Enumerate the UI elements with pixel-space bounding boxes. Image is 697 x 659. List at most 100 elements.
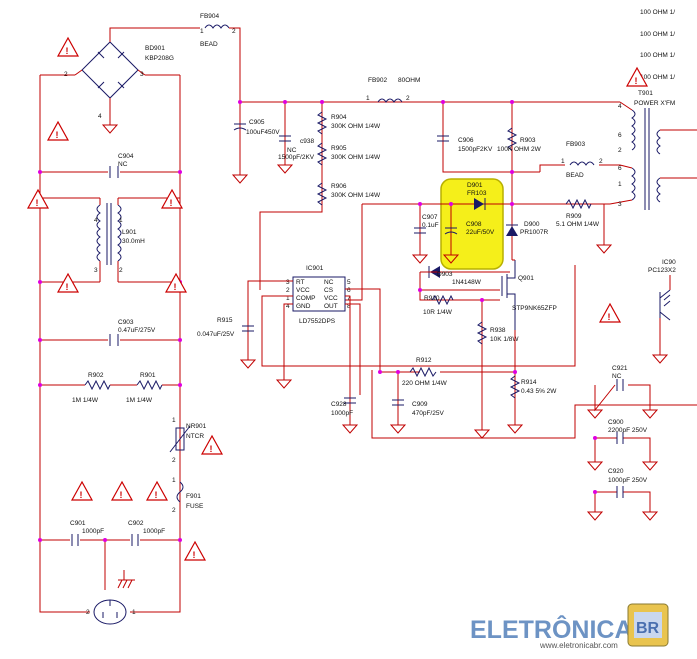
- top-right-labels: 100 OHM 1/ 100 OHM 1/ 100 OHM 1/ 100 OHM…: [640, 9, 675, 81]
- r905-ref: R905: [331, 145, 347, 152]
- bd901-value: KBP208G: [145, 55, 174, 62]
- fb902-pin-2: 2: [406, 95, 410, 102]
- r915-ref: R915: [217, 317, 233, 324]
- ic901-pin-out: OUT: [324, 303, 338, 310]
- r903-value: 100K OHM 2W: [497, 146, 542, 153]
- svg-text:!: !: [155, 490, 158, 500]
- fb904-ref: FB904: [200, 13, 220, 20]
- c920-ref: C920: [608, 468, 624, 475]
- choke-l901: L901 30.0mH 4 1 3 2: [94, 198, 145, 282]
- r914-ref: R914: [521, 379, 537, 386]
- f901-pin-1: 1: [172, 477, 176, 484]
- warning-icon: !: [598, 302, 622, 323]
- c906-value: 1500pF2KV: [458, 146, 493, 153]
- ic901-pin-vcc-r: VCC: [324, 295, 338, 302]
- r906-value: 300K OHM 1/4W: [331, 192, 381, 199]
- r912-value: 220 OHM 1/4W: [402, 380, 448, 387]
- fb903-value: BEAD: [566, 172, 584, 179]
- nr901-ref: NR901: [186, 423, 207, 430]
- r902-value: 1M 1/4W: [72, 397, 99, 404]
- capacitor-c921: C921 NC: [586, 365, 659, 419]
- c902-value: 1000pF: [143, 528, 165, 535]
- l901-pin-3: 3: [94, 267, 98, 274]
- warning-icon: !: [26, 188, 50, 209]
- c908-value: 22uF/50V: [466, 229, 495, 236]
- bridge-rectifier-bd901: BD901 KBP208G 2 3 4: [64, 27, 200, 134]
- fb902-value: 80OHM: [398, 77, 420, 84]
- bridge-pin-2: 2: [64, 71, 68, 78]
- warning-icon: !: [160, 188, 184, 209]
- capacitor-c902: C902 1000pF: [128, 520, 165, 546]
- resistor-r903: R903 100K OHM 2W: [497, 127, 542, 153]
- ic901-gnd-wire: [283, 303, 293, 380]
- resistor-r904: R904 300K OHM 1/4W: [316, 111, 381, 135]
- transformer-t901: T901 POWER X'FM 4 6 2 6 3 1: [609, 90, 697, 210]
- capacitor-c909: C909 470pF/25V: [389, 372, 444, 434]
- l901-pin-2: 2: [119, 267, 123, 274]
- t901-pin-3: 3: [618, 201, 622, 208]
- nr901-pin-2: 2: [172, 457, 176, 464]
- f901-pin-2: 2: [172, 507, 176, 514]
- c928-value: 1000pF: [331, 410, 353, 417]
- c903-ref: C903: [118, 319, 134, 326]
- nr901-pin-1: 1: [172, 417, 176, 424]
- c928-ref: C928: [331, 401, 347, 408]
- watermark-url: www.eletronicabr.com: [539, 641, 618, 650]
- c905-c938-wires: [239, 102, 286, 175]
- r901-ref: R901: [140, 372, 156, 379]
- d901-ref: D901: [467, 182, 483, 189]
- l901-pin-4: 4: [94, 217, 98, 224]
- ic901-num-6: 6: [347, 287, 351, 294]
- capacitor-c938: c938 NC 1500pF/2KV: [278, 135, 315, 161]
- c907-value: 0.1uF: [422, 222, 439, 229]
- warning-icon: !: [46, 120, 70, 141]
- chassis-ground-symbol: [117, 570, 135, 589]
- left-junction-dots: [38, 170, 182, 542]
- resistor-r905: R905 300K OHM 1/4W: [316, 142, 381, 166]
- capacitor-c904: C904 NC: [109, 153, 134, 178]
- warning-icons: ! ! ! ! ! ! ! ! ! ! ! ! !: [26, 36, 649, 561]
- ic901-gnd: [275, 379, 293, 389]
- ic90x-ref: IC90: [662, 259, 676, 266]
- vcc-feed-wire: [345, 204, 363, 301]
- resistor-r906: R906 300K OHM 1/4W: [316, 182, 381, 206]
- ic901-controller: IC901 LD7552DPS RT VCC COMP GND NC CS VC…: [286, 265, 351, 325]
- ic901-pin-gnd: GND: [296, 303, 311, 310]
- resistor-r910: R910 10R 1/4W: [423, 294, 454, 316]
- ic901-pin-rt: RT: [296, 279, 305, 286]
- fb904-pin-2: 2: [232, 28, 236, 35]
- fb902-pin-1: 1: [366, 95, 370, 102]
- capacitor-r915: R915 0.047uF/25V: [197, 317, 257, 369]
- ic901-pin-nc: NC: [324, 279, 334, 286]
- c905-ref: C905: [249, 119, 265, 126]
- ac-rails: [39, 75, 181, 540]
- warning-icon: !: [200, 434, 224, 455]
- r912-ref: R912: [416, 357, 432, 364]
- svg-text:!: !: [210, 444, 213, 454]
- l901-ref: L901: [122, 229, 137, 236]
- bead-fb902: FB902 80OHM 1 2: [366, 77, 420, 103]
- ic901-num-2: 2: [286, 287, 290, 294]
- optocoupler-ic90x: IC90 PC123X2: [648, 259, 676, 364]
- c909-value: 470pF/25V: [412, 410, 444, 417]
- f901-value: FUSE: [186, 503, 204, 510]
- resistor-r901: R901 1M 1/4W: [126, 372, 163, 404]
- ic901-num-1: 1: [286, 295, 290, 302]
- diode-d903: D903 1N4148W: [420, 266, 510, 286]
- ic901-num-3: 3: [286, 279, 290, 286]
- t901-pin-2: 2: [618, 147, 622, 154]
- watermark-chip-icon: [634, 612, 662, 638]
- capacitor-c920: C920 1000pF 250V: [586, 468, 659, 521]
- c903-value: 0.47uF/275V: [118, 327, 156, 334]
- diode-d901: D901 FR103: [467, 182, 487, 210]
- bridge-pin-4: 4: [98, 113, 102, 120]
- t901-ref: T901: [638, 90, 653, 97]
- r906-ref: R906: [331, 183, 347, 190]
- capacitor-c928: C928 1000pF: [331, 296, 359, 434]
- warning-icon: !: [56, 272, 80, 293]
- t901-pin-6b: 6: [618, 165, 622, 172]
- warning-icon: !: [56, 36, 80, 57]
- svg-text:!: !: [608, 312, 611, 322]
- bead-fb904: FB904 BEAD 1 2: [200, 13, 241, 102]
- c908-ref: C908: [466, 221, 482, 228]
